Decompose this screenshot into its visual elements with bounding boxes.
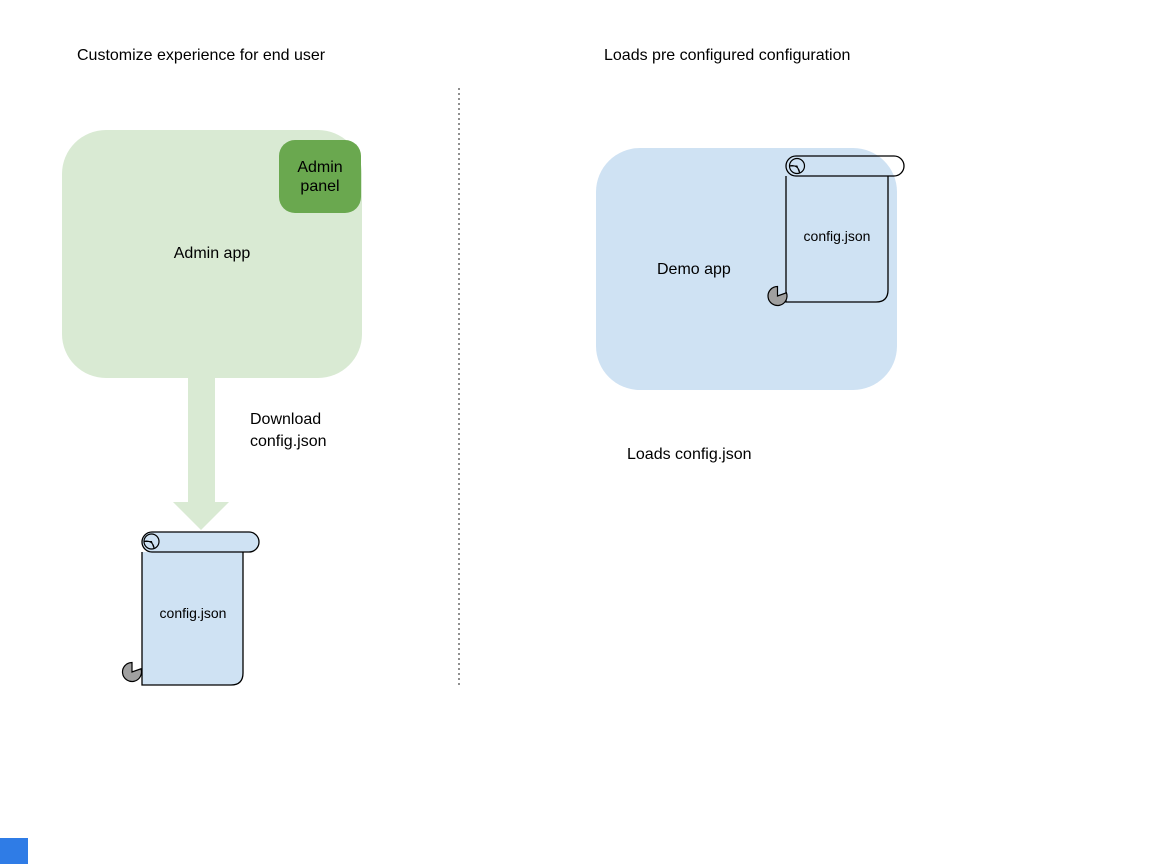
scroll-body (141, 552, 244, 686)
download-arrow-icon (173, 376, 229, 530)
download-caption: Download config.json (250, 411, 327, 450)
config-json-label-right: config.json (804, 228, 871, 244)
config-json-scroll-left: config.json (121, 531, 260, 686)
scroll-bottom-curl (767, 285, 788, 307)
demo-app-box (596, 148, 897, 390)
loads-caption: Loads config.json (627, 446, 752, 463)
admin-app-label: Admin app (173, 245, 251, 262)
scroll-body (785, 176, 889, 303)
admin-panel-box: Admin panel (279, 140, 361, 213)
scroll-top-spiral-shade (143, 540, 155, 549)
demo-app-label: Demo app (657, 261, 731, 278)
scroll-bottom-curl (121, 661, 143, 683)
config-json-label-left: config.json (160, 605, 227, 621)
arrow-shape (173, 376, 229, 530)
scroll-top-roll (141, 531, 260, 553)
left-section-title: Customize experience for end user (77, 47, 326, 64)
scroll-top-roll (785, 155, 905, 177)
right-section-title: Loads pre configured configuration (604, 47, 851, 64)
admin-panel-label: Admin panel (297, 158, 343, 195)
config-json-scroll-right: config.json (767, 155, 905, 307)
corner-marker-square (0, 838, 28, 864)
section-divider-line (458, 88, 460, 685)
scroll-top-spiral-shade (789, 165, 801, 174)
